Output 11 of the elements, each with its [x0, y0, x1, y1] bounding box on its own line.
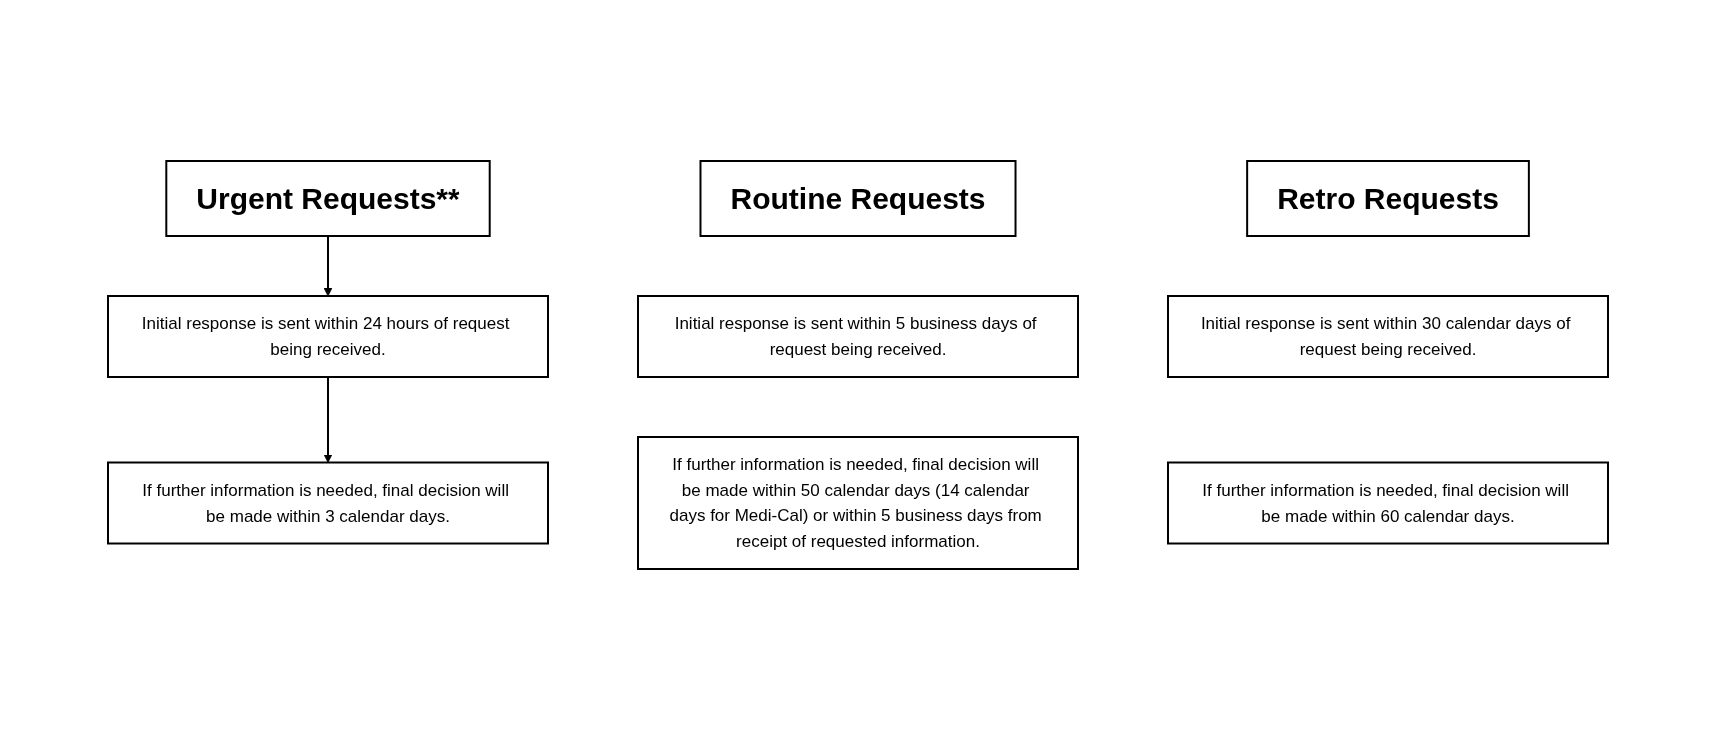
node-box: Initial response is sent within 5 business days of request being received.	[636, 294, 1079, 378]
node-box: Urgent Requests**	[164, 159, 491, 237]
arrow	[323, 375, 332, 463]
node-box: Routine Requests	[699, 159, 1016, 237]
node-box: If further information is needed, final decision will be made within 3 calendar days.	[106, 461, 549, 544]
node-box: Initial response is sent within 24 hours of request being received.	[106, 294, 549, 378]
node-box: If further information is needed, final decision will be made within 60 calendar days.	[1166, 461, 1609, 544]
node-box: Retro Requests	[1245, 159, 1530, 237]
node-box: Initial response is sent within 30 calendar days of request being received.	[1166, 294, 1609, 378]
arrow	[323, 234, 332, 296]
node-box: If further information is needed, final decision will be made within 50 calendar days (14 calendar days for Medi-Cal) or within 5 business days from receipt of requested information.	[636, 435, 1079, 570]
